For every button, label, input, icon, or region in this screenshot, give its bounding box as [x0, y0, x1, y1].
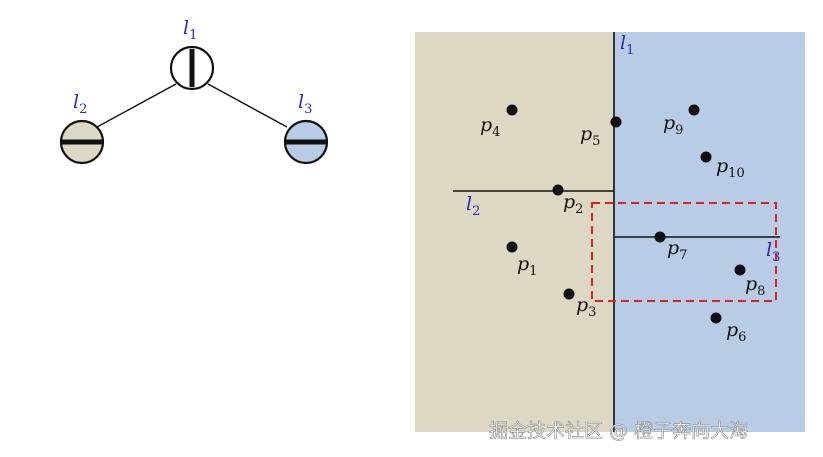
svg-text:p6: p6 [726, 319, 746, 345]
point-p5: p5 [580, 116, 622, 149]
svg-text:p1: p1 [517, 253, 537, 279]
partition-plane: l1 l2 l3 p1 p2 p3 p4 p5 p6 p7 [415, 32, 805, 432]
svg-text:p10: p10 [716, 155, 745, 181]
tree-label-right: l3 [298, 91, 312, 117]
svg-text:p8: p8 [745, 273, 765, 299]
point-p3: p3 [563, 288, 596, 320]
svg-text:p9: p9 [663, 112, 683, 138]
point-p1: p1 [506, 241, 537, 279]
tree-label-left: l2 [73, 91, 87, 117]
point-p2: p2 [552, 184, 583, 217]
tree-label-root: l1 [183, 17, 197, 43]
svg-text:p4: p4 [480, 114, 500, 140]
query-range-box [591, 202, 777, 302]
point-p6: p6 [710, 312, 746, 345]
right-region [614, 32, 805, 432]
svg-text:p3: p3 [576, 294, 596, 320]
svg-text:p7: p7 [667, 237, 687, 263]
point-p4: p4 [480, 104, 518, 140]
svg-text:p2: p2 [563, 191, 583, 217]
split-line-label-l1: l1 [620, 32, 634, 58]
tree-edge-right [207, 83, 288, 128]
watermark-text: 掘金技术社区 @ 橙子奔向大海 [489, 420, 748, 442]
tree-node-left [59, 119, 105, 165]
tree-node-right [283, 119, 329, 165]
left-region [415, 32, 614, 432]
point-p10: p10 [700, 151, 745, 181]
tree-edge-left [96, 83, 177, 128]
split-line-label-l3: l3 [766, 239, 780, 265]
point-p8: p8 [734, 264, 765, 299]
kd-tree: l1 l2 l3 [59, 17, 329, 165]
point-p9: p9 [663, 104, 700, 138]
svg-text:p5: p5 [580, 123, 600, 149]
point-p7: p7 [654, 231, 687, 263]
tree-node-root [169, 45, 215, 91]
split-line-label-l2: l2 [466, 193, 480, 219]
